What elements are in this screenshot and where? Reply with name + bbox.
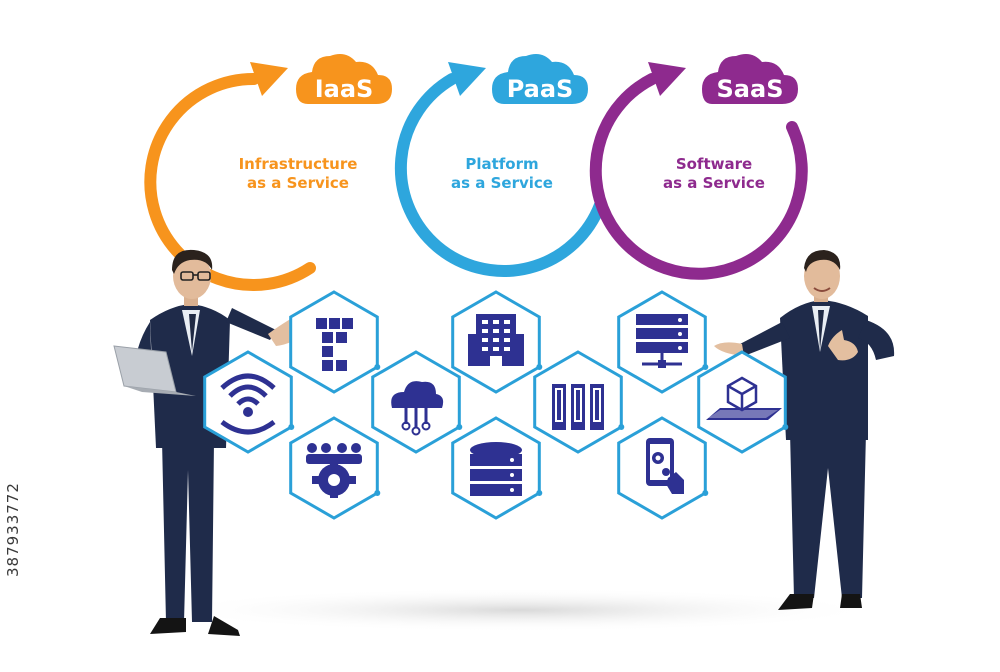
server-racks-icon [552,384,604,430]
wifi-signal-icon [220,373,276,435]
iaas-cloud-badge: IaaS [296,54,392,104]
businessman-right [714,250,895,610]
hex-connector-dot [536,490,543,496]
saas-title: SaaS [717,75,784,103]
saas-cloud-badge: SaaS [702,54,798,104]
hex-connector-dot [782,424,789,430]
hex-tile-database [451,416,541,520]
cube-platform-icon [706,376,782,420]
database-icon [470,442,522,496]
hex-tile-blocks-cubes [289,290,379,394]
saas-ring [589,73,808,280]
mobile-app-gear-icon [646,438,684,494]
businessman-left [90,249,310,636]
server-network-icon [636,314,688,368]
hex-connector-dot [618,424,625,430]
paas-ring [394,73,606,277]
blocks-cubes-icon [316,318,353,371]
iaas-arrow-icon [250,62,288,96]
saas-desc-line1: Software [676,155,752,173]
hex-connector-dot [702,364,709,370]
hex-connector-dot [288,424,295,430]
paas-desc-line1: Platform [465,155,538,173]
paas-arrow-icon [448,62,486,96]
cycle-saas: SaaS Software as a Service [589,54,808,280]
paas-desc-line2: as a Service [451,174,553,192]
hex-connector-dot [374,490,381,496]
floor-shadow [160,588,880,632]
iaas-desc-line1: Infrastructure [239,155,358,173]
paas-title: PaaS [507,75,574,103]
glasses-icon [180,271,211,281]
saas-arrow-icon [648,62,686,96]
team-gear-icon [306,443,362,498]
laptop-icon [113,345,196,396]
iaas-title: IaaS [315,75,374,103]
hex-connector-dot [374,364,381,370]
stock-image-id: 387933772 [4,482,22,578]
hex-connector-dot [536,364,543,370]
cloud-network-icon [391,381,444,436]
iaas-ring [144,72,316,291]
hex-icons [220,314,782,498]
hex-connector-dot [456,424,463,430]
paas-cloud-badge: PaaS [492,54,588,104]
office-building-icon [468,314,524,366]
iaas-desc-line2: as a Service [247,174,349,192]
hex-connector-dot [702,490,709,496]
saas-desc-line2: as a Service [663,174,765,192]
cycle-paas: PaaS Platform as a Service [394,54,606,277]
cycle-iaas: IaaS Infrastructure as a Service [144,54,392,291]
